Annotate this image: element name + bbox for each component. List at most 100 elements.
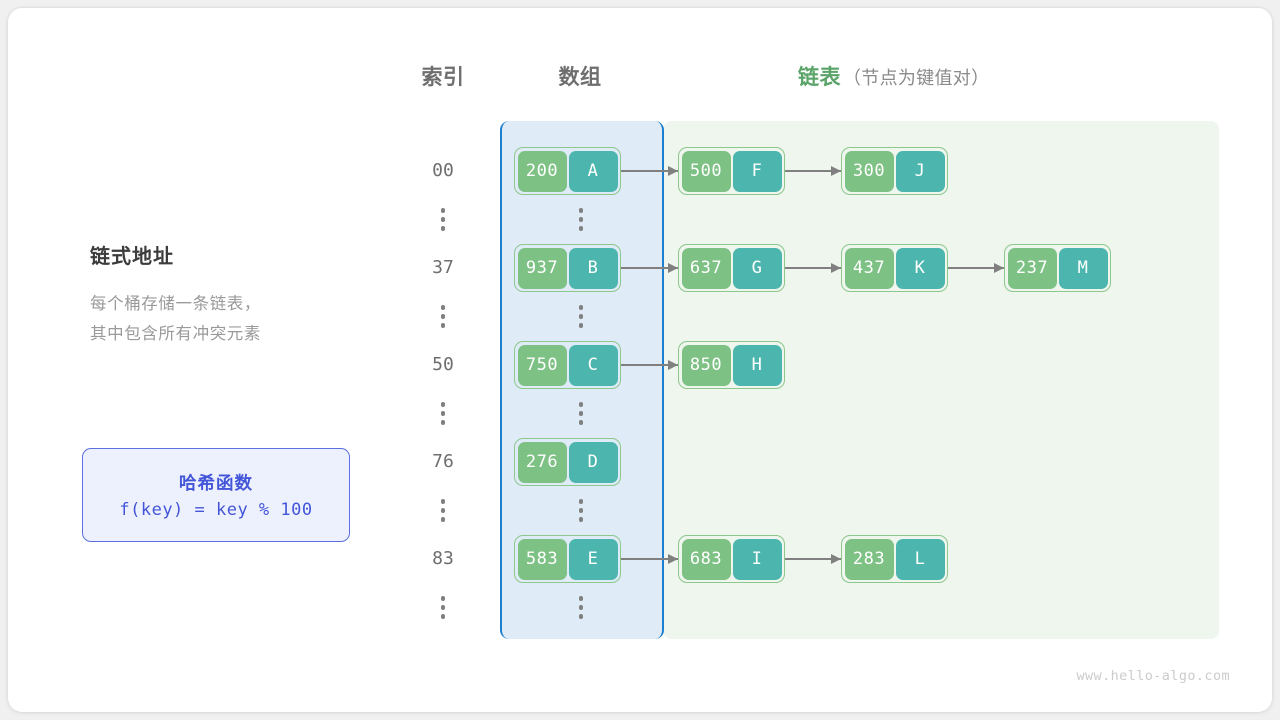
heading-index: 索引	[421, 66, 465, 89]
index-ellipsis-icon	[433, 487, 453, 534]
ellipsis-dot	[440, 596, 446, 601]
bucket-index-label: 37	[432, 257, 454, 278]
bucket-index-label: 50	[432, 354, 454, 375]
arrow-head-icon	[668, 360, 678, 370]
arrow-head-icon	[831, 263, 841, 273]
array-ellipsis-icon	[571, 487, 591, 534]
bucket-index-label: 83	[432, 548, 454, 569]
ellipsis-dot	[440, 420, 446, 425]
chain-arrow	[785, 554, 841, 564]
node-value: G	[732, 247, 782, 289]
chain-arrow	[948, 263, 1004, 273]
node-key: 637	[681, 247, 731, 289]
ellipsis-dot	[578, 499, 584, 504]
ellipsis-dot	[578, 305, 584, 310]
node-key: 276	[517, 441, 567, 483]
column-headings: 索引 数组 链表 （节点为键值对）	[8, 61, 1272, 95]
index-ellipsis-icon	[433, 293, 453, 340]
hash-function-box: 哈希函数 f(key) = key % 100	[82, 448, 350, 542]
array-ellipsis-icon	[571, 390, 591, 437]
node-value: H	[732, 344, 782, 386]
arrow-shaft	[948, 266, 1004, 270]
ellipsis-dot	[578, 314, 584, 319]
arrow-head-icon	[668, 554, 678, 564]
index-ellipsis-icon	[433, 196, 453, 243]
array-ellipsis-icon	[571, 196, 591, 243]
node-value: L	[895, 538, 945, 580]
watermark: www.hello-algo.com	[1076, 668, 1230, 684]
chain-arrow	[621, 360, 678, 370]
node-value: K	[895, 247, 945, 289]
chain-arrow	[621, 263, 678, 273]
array-ellipsis-icon	[571, 293, 591, 340]
ellipsis-dot	[578, 217, 584, 222]
arrow-head-icon	[994, 263, 1004, 273]
arrow-shaft	[621, 169, 678, 173]
ellipsis-dot	[440, 305, 446, 310]
ellipsis-dot	[440, 323, 446, 328]
ellipsis-dot	[578, 420, 584, 425]
ellipsis-dot	[440, 314, 446, 319]
node-value: E	[568, 538, 618, 580]
node-value: D	[568, 441, 618, 483]
heading-array-wrap: 数组	[538, 61, 622, 91]
arrow-shaft	[785, 169, 841, 173]
node-key: 437	[844, 247, 894, 289]
chain-arrow	[785, 166, 841, 176]
node-key: 300	[844, 150, 894, 192]
node-key: 850	[681, 344, 731, 386]
ellipsis-dot	[578, 605, 584, 610]
ellipsis-dot	[578, 517, 584, 522]
arrow-shaft	[785, 557, 841, 561]
arrow-head-icon	[668, 263, 678, 273]
node-value: B	[568, 247, 618, 289]
node-key: 937	[517, 247, 567, 289]
node-key: 200	[517, 150, 567, 192]
node-value: A	[568, 150, 618, 192]
heading-index-wrap: 索引	[403, 61, 483, 91]
chain-arrow	[621, 166, 678, 176]
ellipsis-dot	[440, 508, 446, 513]
array-ellipsis-icon	[571, 584, 591, 631]
ellipsis-dot	[440, 208, 446, 213]
ellipsis-dot	[440, 517, 446, 522]
heading-list-wrap: 链表 （节点为键值对）	[798, 61, 989, 91]
node-key: 237	[1007, 247, 1057, 289]
node-key: 283	[844, 538, 894, 580]
arrow-shaft	[621, 557, 678, 561]
ellipsis-dot	[578, 323, 584, 328]
heading-array: 数组	[558, 66, 602, 89]
arrow-head-icon	[668, 166, 678, 176]
arrow-head-icon	[831, 554, 841, 564]
ellipsis-dot	[440, 226, 446, 231]
section-description-line1: 每个桶存储一条链表，	[90, 295, 261, 313]
ellipsis-dot	[440, 499, 446, 504]
node-value: F	[732, 150, 782, 192]
ellipsis-dot	[578, 208, 584, 213]
bucket-index-label: 00	[432, 160, 454, 181]
node-key: 683	[681, 538, 731, 580]
ellipsis-dot	[578, 411, 584, 416]
node-key: 500	[681, 150, 731, 192]
ellipsis-dot	[578, 402, 584, 407]
node-value: C	[568, 344, 618, 386]
